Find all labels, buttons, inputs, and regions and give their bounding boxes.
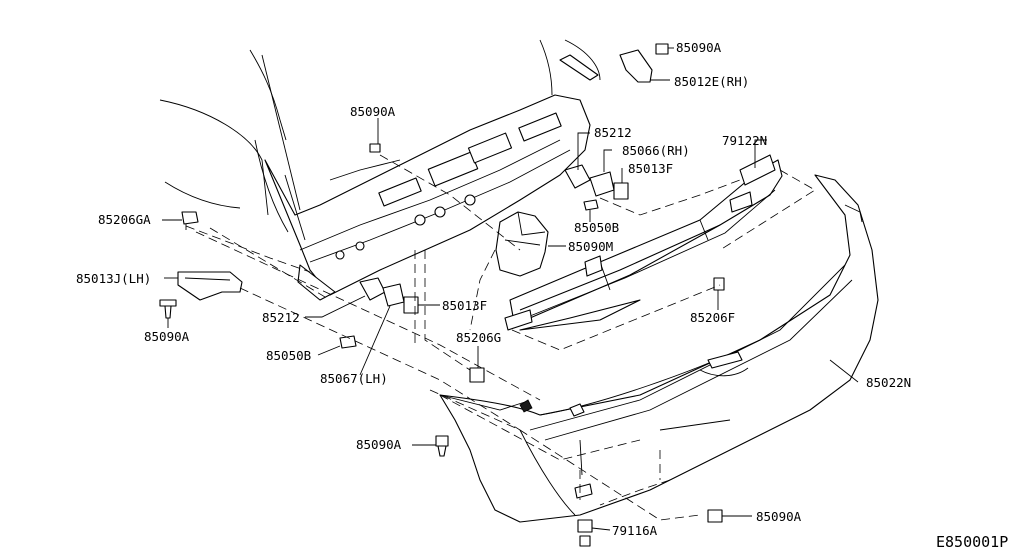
pad-85013F-left [403, 296, 419, 314]
callout-85022N: 85022N [866, 375, 911, 390]
callout-85090A-bottom-left: 85090A [356, 437, 402, 452]
screw-85090A-top-right [655, 43, 669, 55]
clip-85206F [713, 277, 725, 291]
sensor-85067-lh [359, 277, 405, 307]
callout-85206GA: 85206GA [98, 212, 151, 227]
callout-79116A: 79116A [612, 523, 658, 538]
callout-85212-right: 85212 [594, 125, 632, 140]
callout-85066-rh: 85066(RH) [622, 143, 690, 158]
callout-85050B-right: 85050B [574, 220, 619, 235]
callout-85090A-top-right: 85090A [676, 40, 722, 55]
callout-85212-left: 85212 [262, 310, 300, 325]
screw-85090A-bottom-left [435, 435, 449, 457]
callout-85090A-top-left: 85090A [350, 104, 396, 119]
callout-85012E-rh: 85012E(RH) [674, 74, 749, 89]
callout-85013F-right: 85013F [628, 161, 673, 176]
retainer-85090M [495, 211, 549, 277]
screw-85050B-right [583, 199, 599, 211]
drawing-code: E850001P [936, 533, 1008, 551]
assembly-dashed-lines [185, 154, 816, 521]
bumper-reinforcement [504, 154, 783, 331]
clip-79116A [577, 519, 593, 547]
callout-85013J-lh: 85013J(LH) [76, 271, 151, 286]
callout-85090A-bottom-right: 85090A [756, 509, 802, 524]
vehicle-body-rear [159, 39, 601, 301]
callout-85206G: 85206G [456, 330, 501, 345]
clip-85206GA [181, 211, 199, 230]
pad-85013F-right [613, 182, 629, 200]
callout-79122N: 79122N [722, 133, 767, 148]
callout-labels: 85090A 85012E(RH) 85090A 85212 85066(RH)… [76, 40, 1008, 551]
screw-85050B-left [339, 335, 357, 349]
rear-bumper-fascia [439, 174, 879, 523]
leader-lines [162, 47, 859, 531]
callout-85013F-left: 85013F [442, 298, 487, 313]
screw-85090A-top-left [369, 143, 381, 153]
clip-85206G [469, 367, 485, 383]
callout-85050B-left: 85050B [266, 348, 311, 363]
sensor-85066-rh [564, 164, 615, 197]
callout-85090M: 85090M [568, 239, 613, 254]
callout-85206F: 85206F [690, 310, 735, 325]
callout-85090A-left: 85090A [144, 329, 190, 344]
bracket-85012E-rh [619, 49, 653, 83]
callout-85067-lh: 85067(LH) [320, 371, 388, 386]
screw-85090A-bottom-right [707, 509, 723, 523]
bracket-85013J-lh [177, 271, 243, 301]
screw-85090A-left [159, 299, 177, 319]
